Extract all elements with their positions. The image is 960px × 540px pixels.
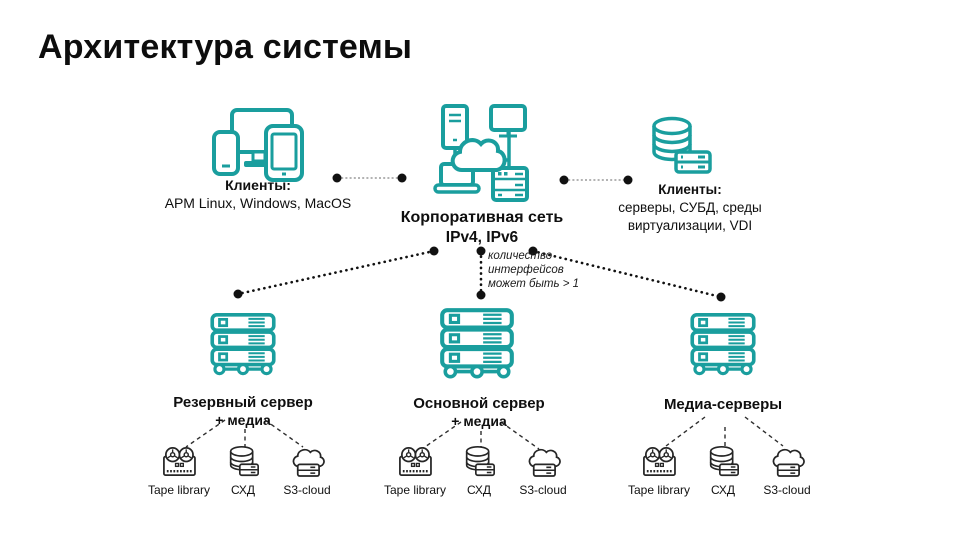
s3-cloud-icon <box>772 448 805 477</box>
media-server-rack-icon <box>690 313 756 376</box>
storage-label-s3: S3-cloud <box>283 483 331 497</box>
clients-right-detail-2: виртуализации, VDI <box>627 217 753 233</box>
storage-label-skhd: СХД <box>230 483 256 497</box>
network-title: Корпоративная сеть <box>400 209 564 226</box>
database-clients-icon <box>652 116 712 174</box>
storage-item-tape: Tape library <box>628 445 690 497</box>
backup-storage-group: Tape library СХД S3-cloud <box>148 445 338 497</box>
annotation-line-1: количество <box>488 250 553 262</box>
backup-server-label: Резервный сервер + медиа <box>143 393 343 429</box>
network-subtitle: IPv4, IPv6 <box>445 229 519 246</box>
backup-server-name: Резервный сервер <box>173 394 313 411</box>
s3-cloud-icon <box>292 448 325 477</box>
main-storage-group: Tape library СХД S3-cloud <box>384 445 574 497</box>
storage-item-skhd: СХД <box>212 445 274 497</box>
tape-library-icon <box>642 447 676 476</box>
clients-right-label: Клиенты: серверы, СУБД, среды виртуализа… <box>600 182 780 234</box>
tape-library-icon <box>398 447 432 476</box>
s3-cloud-icon <box>528 448 561 477</box>
interfaces-annotation: количество интерфейсов может быть > 1 <box>488 250 598 291</box>
page-title: Архитектура системы <box>38 28 413 66</box>
network-label: Корпоративная сеть IPv4, IPv6 <box>387 208 577 248</box>
storage-item-skhd: СХД <box>448 445 510 497</box>
media-servers-name: Медиа-серверы <box>663 396 783 413</box>
corporate-network-icon <box>433 104 529 202</box>
tape-library-icon <box>162 447 196 476</box>
clients-right-detail-1: серверы, СУБД, среды <box>618 200 762 215</box>
storage-array-icon <box>465 446 495 477</box>
annotation-line-2: интерфейсов <box>488 263 564 276</box>
main-server-suffix: + медиа <box>451 413 507 429</box>
storage-item-skhd: СХД <box>692 445 754 497</box>
main-server-name: Основной сервер <box>413 395 545 412</box>
clients-left-detail: АРМ Linux, Windows, MacOS <box>164 195 352 211</box>
backup-server-rack-icon <box>210 313 276 376</box>
storage-item-tape: Tape library <box>148 445 210 497</box>
annotation-line-3: может быть > 1 <box>488 277 580 290</box>
storage-array-icon <box>709 446 739 477</box>
storage-label-s3: S3-cloud <box>519 483 567 497</box>
storage-label-skhd: СХД <box>710 483 736 497</box>
clients-left-heading: Клиенты: <box>225 177 291 193</box>
media-servers-label: Медиа-серверы <box>623 395 823 414</box>
backup-server-suffix: + медиа <box>215 412 271 428</box>
storage-item-s3: S3-cloud <box>512 445 574 497</box>
storage-label-tape: Tape library <box>627 483 691 497</box>
storage-label-tape: Tape library <box>383 483 447 497</box>
storage-label-skhd: СХД <box>466 483 492 497</box>
storage-array-icon <box>229 446 259 477</box>
clients-left-label: Клиенты: АРМ Linux, Windows, MacOS <box>153 177 363 211</box>
storage-item-tape: Tape library <box>384 445 446 497</box>
client-devices-icon <box>212 108 304 182</box>
storage-item-s3: S3-cloud <box>276 445 338 497</box>
storage-label-tape: Tape library <box>147 483 211 497</box>
main-server-rack-icon <box>440 308 514 379</box>
clients-right-heading: Клиенты: <box>658 182 722 197</box>
storage-label-s3: S3-cloud <box>763 483 811 497</box>
main-server-label: Основной сервер + медиа <box>379 394 579 430</box>
media-storage-group: Tape library СХД S3-cloud <box>628 445 818 497</box>
storage-item-s3: S3-cloud <box>756 445 818 497</box>
